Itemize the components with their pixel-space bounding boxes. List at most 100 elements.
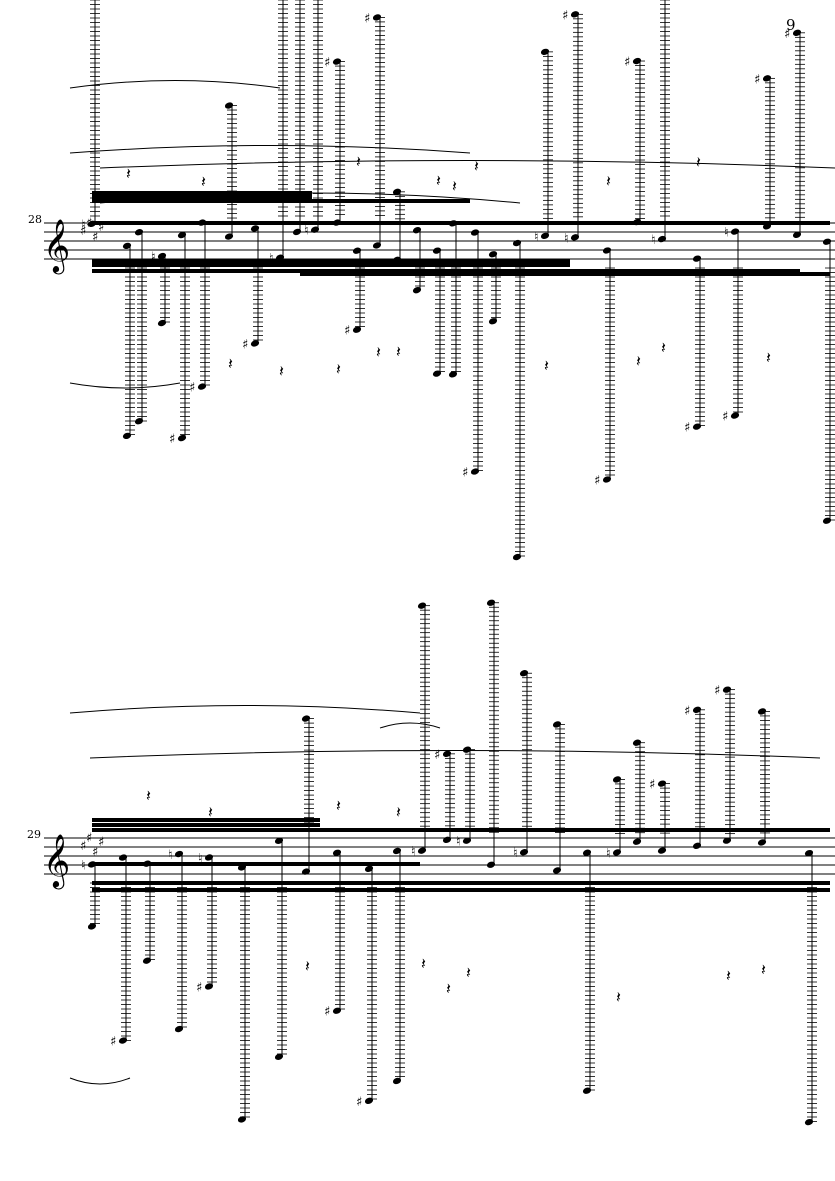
rest-glyph: 𝄽 — [606, 171, 611, 190]
note-head — [301, 715, 311, 722]
sharp-sign: ♯ — [324, 1005, 330, 1020]
rest-glyph: 𝄽 — [766, 348, 771, 367]
note-head — [448, 220, 458, 227]
note-head — [364, 865, 374, 872]
sharp-sign: ♯ — [344, 324, 350, 339]
note-head — [417, 602, 427, 609]
note-head — [310, 226, 320, 233]
sharp-sign: ♯ — [92, 845, 98, 860]
rest-glyph: 𝄽 — [544, 356, 549, 375]
note-head — [197, 383, 207, 390]
rest-glyph: 𝄽 — [446, 979, 451, 998]
natural-sign: ♮ — [651, 233, 656, 248]
rest-glyph: 𝄽 — [452, 176, 457, 195]
note-head — [692, 423, 702, 430]
sharp-sign: ♯ — [624, 55, 630, 70]
beam — [92, 269, 800, 273]
natural-sign: ♮ — [168, 848, 173, 863]
slur — [69, 705, 421, 714]
note-head — [512, 239, 522, 247]
note-head — [392, 1077, 402, 1085]
note-head — [804, 1118, 814, 1126]
slur — [379, 722, 441, 729]
note-head — [762, 75, 772, 82]
sharp-sign: ♯ — [364, 11, 370, 26]
rest-glyph: 𝄽 — [696, 153, 701, 172]
note-head — [417, 847, 427, 854]
sharp-sign: ♯ — [684, 704, 690, 719]
note-head — [332, 58, 342, 65]
treble-clef: 𝄞 — [43, 833, 70, 889]
note-head — [657, 235, 667, 243]
beam — [92, 191, 312, 195]
rest-glyph: 𝄽 — [436, 171, 441, 190]
sharp-sign: ♯ — [462, 466, 468, 481]
note-head — [177, 434, 187, 442]
sharp-sign: ♯ — [86, 831, 92, 846]
sharp-sign: ♯ — [562, 8, 568, 23]
note-head — [204, 983, 214, 990]
staff-system-2: 𝄞♯♯♯♯♮♯𝄽♮♯♮𝄽𝄽♯𝄽♯𝄽♮𝄽♯𝄽♮𝄽♮♮𝄽♯♯♯𝄽𝄽 — [43, 599, 835, 1126]
note-head — [274, 1053, 284, 1060]
note-head — [552, 867, 562, 874]
sharp-sign: ♯ — [242, 337, 248, 352]
sharp-sign: ♯ — [754, 72, 760, 87]
note-head — [372, 242, 382, 249]
rest-glyph: 𝄽 — [208, 803, 213, 822]
note-head — [488, 251, 498, 258]
note-head — [352, 326, 362, 333]
rest-glyph: 𝄽 — [474, 157, 479, 176]
note-head — [512, 553, 522, 561]
beam — [92, 195, 312, 199]
natural-sign: ♮ — [304, 224, 309, 239]
note-head — [582, 849, 592, 856]
note-head — [462, 746, 472, 753]
sharp-sign: ♯ — [92, 230, 98, 245]
note-head — [142, 860, 152, 867]
note-head — [519, 670, 529, 677]
natural-sign: ♮ — [81, 858, 86, 873]
note-head — [332, 1007, 342, 1014]
sharp-sign: ♯ — [196, 980, 202, 995]
beam — [92, 259, 570, 263]
beam — [92, 823, 320, 827]
slur — [89, 750, 821, 759]
natural-sign: ♮ — [151, 250, 156, 265]
rest-glyph: 𝄽 — [336, 359, 341, 378]
note-head — [177, 231, 187, 239]
note-head — [87, 220, 97, 227]
natural-sign: ♮ — [513, 846, 518, 861]
rest-glyph: 𝄽 — [396, 342, 401, 361]
note-head — [462, 837, 472, 844]
note-head — [632, 218, 642, 226]
natural-sign: ♮ — [269, 252, 274, 267]
note-head — [352, 247, 362, 254]
note-head — [486, 861, 496, 868]
measure-number-28: 28 — [28, 213, 42, 226]
note-head — [87, 923, 97, 930]
note-head — [134, 229, 144, 236]
note-head — [570, 11, 580, 18]
note-head — [657, 847, 667, 854]
note-head — [442, 836, 452, 844]
slur — [69, 382, 181, 389]
note-head — [134, 418, 144, 425]
sharp-sign: ♯ — [714, 684, 720, 699]
note-head — [822, 238, 832, 245]
note-head — [470, 468, 480, 475]
sharp-sign: ♯ — [189, 381, 195, 396]
rest-glyph: 𝄽 — [421, 954, 426, 973]
note-head — [762, 223, 772, 230]
natural-sign: ♮ — [198, 851, 203, 866]
note-head — [174, 1025, 184, 1033]
note-head — [174, 850, 184, 858]
rest-glyph: 𝄽 — [356, 152, 361, 171]
beam — [92, 221, 830, 225]
note-head — [364, 1097, 374, 1104]
rest-glyph: 𝄽 — [466, 963, 471, 982]
note-head — [602, 247, 612, 254]
rest-glyph: 𝄽 — [336, 796, 341, 815]
note-head — [250, 225, 260, 232]
note-head — [722, 686, 732, 693]
